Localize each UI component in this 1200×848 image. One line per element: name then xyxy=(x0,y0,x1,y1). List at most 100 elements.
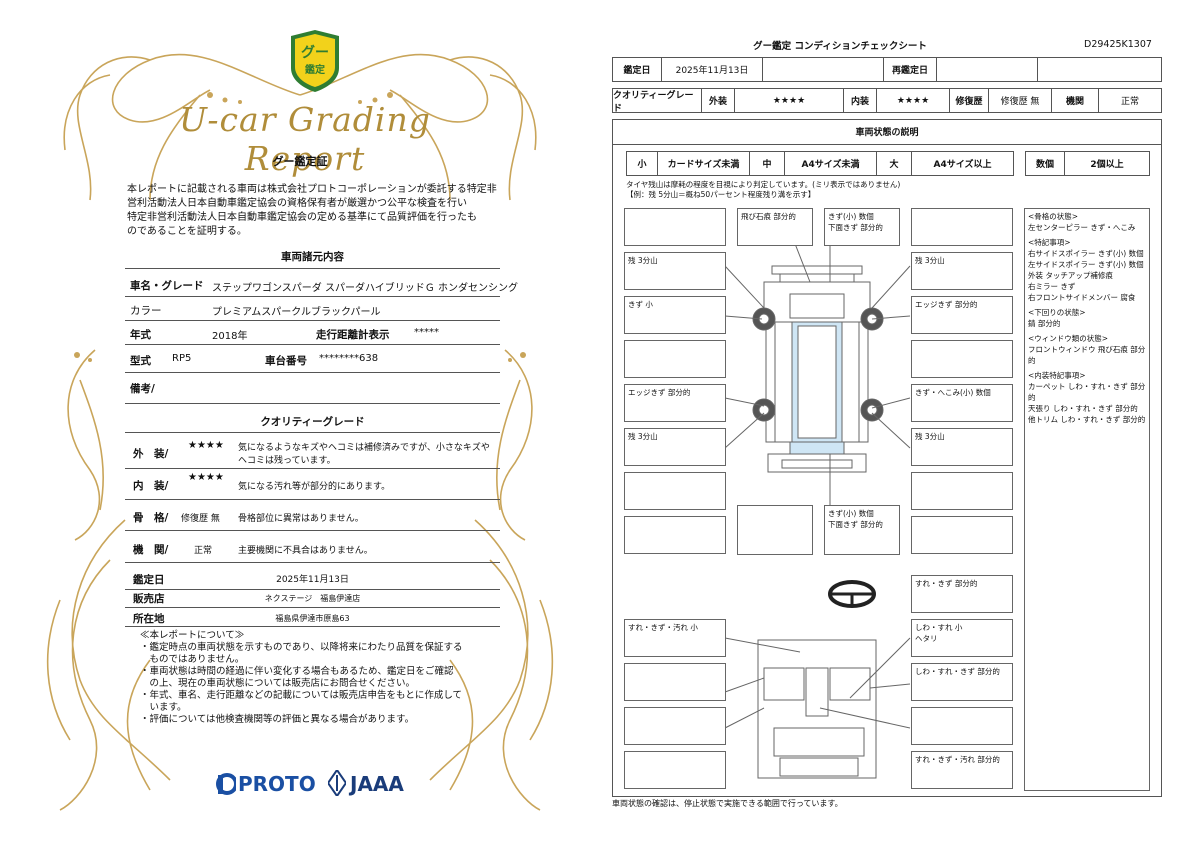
damage-box-right-rear-tire: 残 3分山 xyxy=(911,428,1013,466)
spec-section-title: 車両諸元内容 xyxy=(281,251,344,263)
quality-grade-label: クオリティーグレード xyxy=(612,88,702,114)
note-line: フロントウィンドウ 飛び石痕 部分的 xyxy=(1028,345,1146,365)
exterior-comment-1: 気になるようなキズやヘコミは補修済みですが、小さなキズや xyxy=(238,443,490,453)
damage-text: しわ・すれ 小 xyxy=(915,623,963,632)
statement-line: のであることを証明する。 xyxy=(127,226,247,237)
statement-line: 営利活動法人日本自動車鑑定協会の資格保有者が厳選かつ公平な検査を行い xyxy=(127,198,467,209)
divider xyxy=(125,403,500,404)
damage-box-right-front-tire: 残 3分山 xyxy=(911,252,1013,290)
interior-label: 内装 xyxy=(843,88,877,113)
repair-label: 修復歴 xyxy=(949,88,989,113)
note-line: <下回りの状態> xyxy=(1028,308,1086,317)
notice-line: います。 xyxy=(140,702,187,713)
jaaa-logo-icon xyxy=(328,770,346,796)
damage-box xyxy=(624,340,726,378)
damage-box-right-dent: きず・へこみ(小) 数個 xyxy=(911,384,1013,422)
remarks-label: 備考/ xyxy=(130,383,155,395)
model-value: RP5 xyxy=(172,353,192,364)
footer-note: 車両状態の確認は、停止状態で実施できる範囲で行っています。 xyxy=(612,799,843,808)
frame-value: 修復歴 無 xyxy=(181,514,220,524)
note-line: 錆 部分的 xyxy=(1028,319,1061,328)
damage-box-right-edge: エッジきず 部分的 xyxy=(911,296,1013,334)
count-label: 数個 xyxy=(1025,151,1065,176)
svg-text:グー: グー xyxy=(301,44,329,61)
date-blank xyxy=(762,57,884,82)
certificate-statement: 本レポートに記載される車両は株式会社プロトコーポレーションが委託する特定非 営利… xyxy=(127,183,497,239)
note-line: 右フロントサイドメンバー 腐食 xyxy=(1028,293,1136,302)
goo-kantei-badge-icon: グー 鑑定 xyxy=(291,30,339,92)
chassis-value: ********638 xyxy=(319,353,379,364)
damage-box-rear-bumper: きず(小) 数個 下面きず 部分的 xyxy=(824,505,900,555)
note-line: 左サイドスポイラー きず(小) 数個 xyxy=(1028,260,1144,269)
exterior-label: 外装 xyxy=(701,88,735,113)
size-small-desc: カードサイズ未満 xyxy=(657,151,750,176)
ornament-frame xyxy=(46,53,554,811)
notice-line: ものではありません。 xyxy=(140,654,245,665)
color-value: プレミアムスパークルブラックパール xyxy=(212,307,381,318)
size-medium-desc: A4サイズ未満 xyxy=(784,151,877,176)
reappraisal-label: 再鑑定日 xyxy=(883,57,937,82)
damage-text: きず(小) 数個 xyxy=(828,509,874,518)
damage-box xyxy=(624,208,726,246)
svg-text:鑑定: 鑑定 xyxy=(305,63,325,76)
note-line: 外装 タッチアップ補修痕 xyxy=(1028,271,1113,280)
damage-box-seat: すれ・きず・汚れ 小 xyxy=(624,619,726,657)
damage-text: 下面きず 部分的 xyxy=(828,520,883,529)
interior-stars: ★★★★ xyxy=(188,472,224,483)
repair-value: 修復歴 無 xyxy=(988,88,1052,113)
size-large: 大 xyxy=(876,151,912,176)
damage-box-steering: すれ・きず 部分的 xyxy=(911,575,1013,613)
engine-value: 正常 xyxy=(194,546,213,556)
date-label: 鑑定日 xyxy=(612,57,662,82)
statement-line: 特定非営利活動法人日本自動車鑑定協会の定める基準にて品質評価を行ったも xyxy=(127,212,477,223)
model-label: 型式 xyxy=(130,355,151,367)
tire-note: タイヤ残山は摩耗の程度を目視により判定しています。(ミリ表示ではありません) xyxy=(626,180,901,189)
appraisal-date-label: 鑑定日 xyxy=(133,574,165,586)
damage-box xyxy=(624,516,726,554)
divider xyxy=(125,626,500,627)
note-line: 天張り しわ・すれ・きず 部分的 xyxy=(1028,404,1138,413)
note-line: <骨格の状態> xyxy=(1028,212,1079,221)
condition-check-sheet: グー鑑定 コンディションチェックシート D29425K1307 鑑定日 2025… xyxy=(600,0,1200,848)
damage-box xyxy=(624,707,726,745)
note-line: 他トリム しわ・すれ・きず 部分的 xyxy=(1028,415,1146,424)
divider xyxy=(125,432,500,433)
damage-box-left-scratch: きず 小 xyxy=(624,296,726,334)
note-line: 右ミラー きず xyxy=(1028,282,1076,291)
divider xyxy=(125,320,500,321)
damage-text: 下面きず 部分的 xyxy=(828,223,883,232)
damage-box-rear-interior: すれ・きず・汚れ 部分的 xyxy=(911,751,1013,789)
notice-line: ・鑑定時点の車両状態を示すものであり、以降将来にわたり品質を保証する xyxy=(140,642,463,653)
car-name-value: ステップワゴンスパーダ スパーダハイブリッドＧ ホンダセンシング xyxy=(212,283,518,294)
damage-box-interior: しわ・すれ・きず 部分的 xyxy=(911,663,1013,701)
damage-box xyxy=(624,472,726,510)
damage-box xyxy=(624,751,726,789)
special-notes-panel: <骨格の状態> 左センターピラー きず・へこみ <特記事項> 右サイドスポイラー… xyxy=(1024,208,1150,791)
divider xyxy=(125,344,500,345)
note-line: <内装特記事項> xyxy=(1028,371,1086,380)
report-notice: ≪本レポートについて≫ ・鑑定時点の車両状態を示すものであり、以降将来にわたり品… xyxy=(140,630,500,726)
divider xyxy=(125,562,500,563)
divider xyxy=(125,468,500,469)
divider xyxy=(125,296,500,297)
engine-comment: 主要機関に不具合はありません。 xyxy=(238,546,373,556)
divider xyxy=(125,530,500,531)
damage-box xyxy=(911,516,1013,554)
certificate-title: グー鑑定証 xyxy=(272,155,328,168)
divider xyxy=(125,372,500,373)
jaaa-logo: JAAA xyxy=(350,772,404,796)
divider xyxy=(125,607,500,608)
year-value: 2018年 xyxy=(212,331,248,342)
damage-box xyxy=(911,472,1013,510)
note-line: 右サイドスポイラー きず(小) 数個 xyxy=(1028,249,1144,258)
interior-comment: 気になる汚れ等が部分的にあります。 xyxy=(238,482,391,492)
report-script-title: U-car Grading Report xyxy=(179,100,431,178)
note-line: カーペット しわ・すれ・きず 部分的 xyxy=(1028,382,1146,402)
sheet-id: D29425K1307 xyxy=(1084,39,1152,50)
divider xyxy=(125,499,500,500)
exterior-label: 外 装/ xyxy=(133,448,169,460)
damage-box-front-seat: しわ・すれ 小 ヘタリ xyxy=(911,619,1013,657)
dealer-label: 販売店 xyxy=(133,593,165,605)
year-label: 年式 xyxy=(130,329,151,341)
mileage-value: ***** xyxy=(414,327,439,338)
